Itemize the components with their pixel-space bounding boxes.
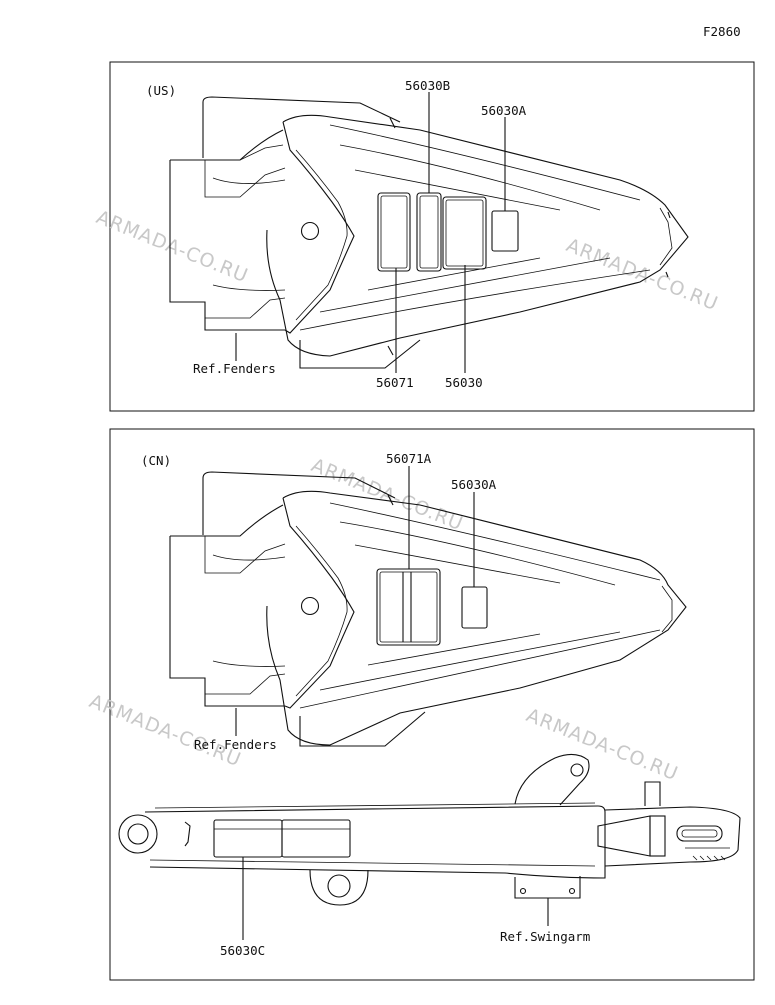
callout-56030A: 56030A xyxy=(481,103,527,118)
label-56030B xyxy=(416,192,442,272)
label-56030C xyxy=(213,819,283,858)
cn-panel-frame xyxy=(109,428,755,981)
label-56071 xyxy=(377,192,411,272)
callout-ref-fenders: Ref.Fenders xyxy=(193,361,276,376)
axle-slot xyxy=(676,825,723,842)
watermark: ARMADA-CO.RU xyxy=(563,234,721,315)
cn-region-label: (CN) xyxy=(141,453,171,468)
callout-56071: 56071 xyxy=(376,375,414,390)
cn-swingarm xyxy=(118,753,741,906)
mount-hole xyxy=(300,596,320,616)
callout-ref-fenders: Ref.Fenders xyxy=(194,737,277,752)
us-region-label: (US) xyxy=(146,83,176,98)
label-56030 xyxy=(442,196,487,270)
watermark: ARMADA-CO.RU xyxy=(93,206,251,287)
us-panel: (US) ARMADA-CO.RU ARMADA-CO.RU xyxy=(93,61,755,412)
callout-56030B: 56030B xyxy=(405,78,450,93)
pivot-bushing xyxy=(118,814,158,854)
figure-code: F2860 xyxy=(703,24,741,39)
mount-hole xyxy=(300,221,320,241)
callout-56030C: 56030C xyxy=(220,943,265,958)
callout-56030: 56030 xyxy=(445,375,483,390)
cn-panel: (CN) ARMADA-CO.RU ARMADA-CO.RU ARMADA-CO… xyxy=(86,428,755,981)
watermark: ARMADA-CO.RU xyxy=(523,704,681,785)
label-56030A xyxy=(491,210,519,252)
cn-rear-fender xyxy=(169,471,687,747)
us-rear-fender xyxy=(169,96,689,369)
callout-56030A: 56030A xyxy=(451,477,497,492)
callout-ref-swingarm: Ref.Swingarm xyxy=(500,929,590,944)
callout-56071A: 56071A xyxy=(386,451,432,466)
label-56071A xyxy=(376,568,441,646)
us-panel-frame xyxy=(109,61,755,412)
label-56030C xyxy=(281,819,351,858)
label-56030A xyxy=(461,586,488,629)
